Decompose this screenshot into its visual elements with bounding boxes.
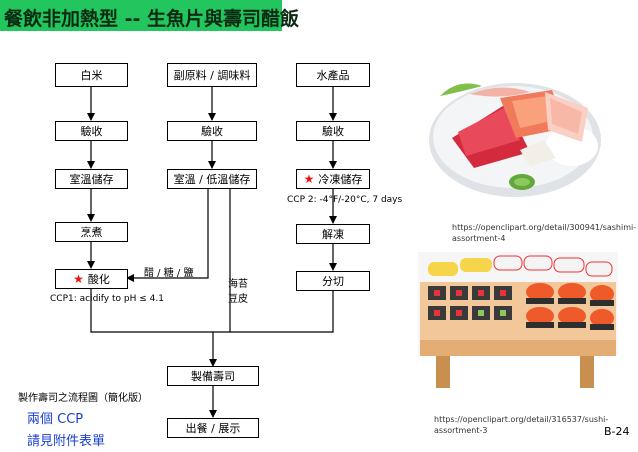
label-seaweed: 海苔 豆皮: [228, 279, 248, 305]
label-ccp2: CCP 2: -4°F/-20°C, 7 days: [287, 195, 403, 205]
label-ccp1: CCP1: acidify to pH ≤ 4.1: [50, 294, 164, 304]
box-seafood-store: ★冷凍儲存: [296, 169, 370, 189]
flowchart-caption: 製作壽司之流程圖（簡化版）: [18, 393, 148, 404]
star-icon: ★: [73, 272, 84, 286]
url-sashimi: https://openclipart.org/detail/300941/sa…: [452, 223, 637, 243]
box-seafood-cut: 分切: [296, 271, 370, 291]
title-bar: [0, 0, 282, 31]
box-serve-display: 出餐 / 展示: [167, 418, 259, 438]
page-title: 餐飲非加熱型 -- 生魚片與壽司醋飯: [4, 8, 300, 30]
box-seafood: 水產品: [296, 63, 370, 87]
note-see-attachment: 請見附件表單: [27, 434, 106, 449]
url-sushi: https://openclipart.org/detail/316537/su…: [434, 415, 609, 435]
box-rice-acidify: ★酸化: [55, 269, 128, 289]
box-prepare-sushi: 製備壽司: [167, 366, 259, 386]
box-rice-inspect: 驗收: [55, 121, 128, 141]
label-vinegar: 醋 / 糖 / 鹽: [144, 268, 194, 279]
box-seasoning-store: 室溫 / 低溫儲存: [167, 169, 257, 189]
box-seasoning-inspect: 驗收: [167, 121, 257, 141]
star-icon: ★: [303, 172, 315, 186]
box-seafood-inspect: 驗收: [296, 121, 370, 141]
box-seasoning: 副原料 / 調味料: [167, 63, 257, 87]
box-seafood-thaw: 解凍: [296, 224, 370, 244]
note-two-ccp: 兩個 CCP: [27, 412, 84, 427]
page-number: B-24: [604, 425, 630, 438]
box-rice: 白米: [55, 63, 128, 87]
box-rice-cook: 烹煮: [55, 222, 128, 242]
box-rice-store: 室溫儲存: [55, 169, 128, 189]
